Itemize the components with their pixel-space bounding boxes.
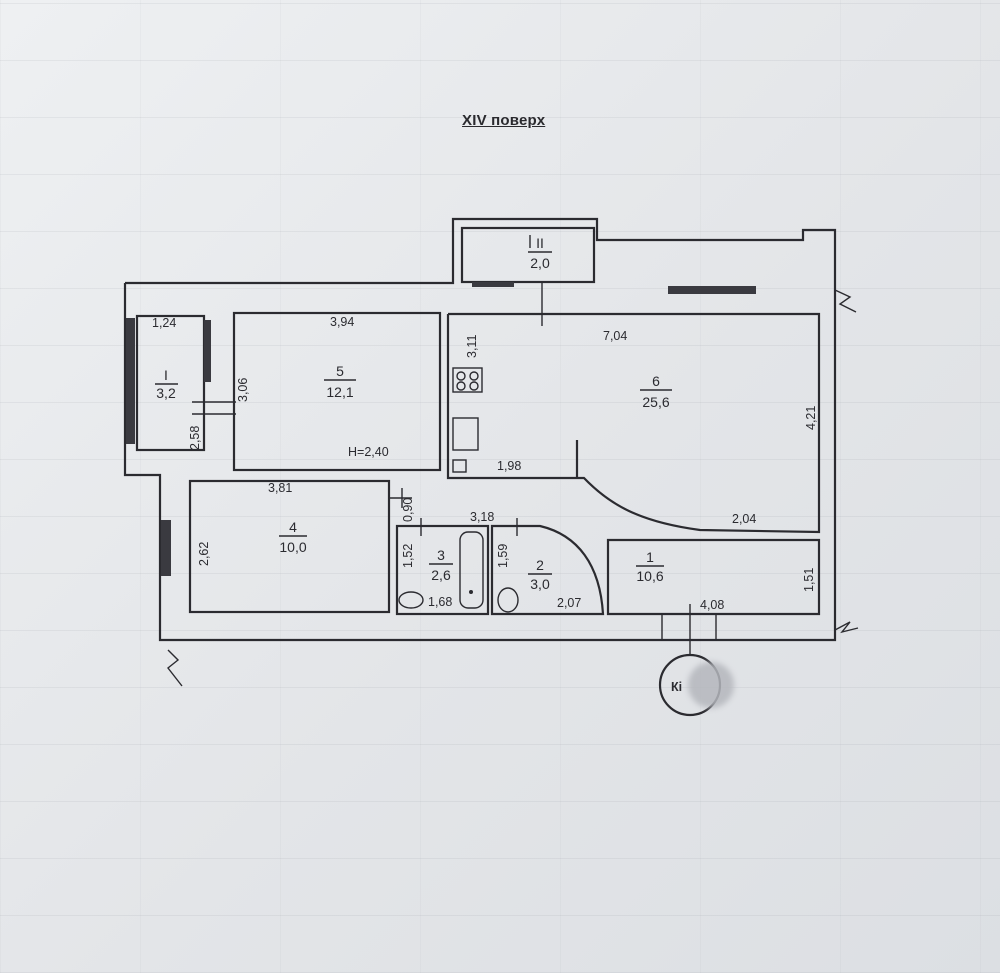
dim-3-06: 3,06 [236, 378, 250, 402]
balcony-II-outline [460, 226, 596, 284]
room-6-number: 6 [652, 373, 660, 389]
room-1-number: 1 [646, 549, 654, 565]
room-1-outline [606, 538, 821, 616]
redacted-blur [688, 662, 734, 708]
dim-7-04: 7,04 [603, 329, 627, 343]
dim-ceiling-height: H=2,40 [348, 445, 389, 459]
toilet-icon-room-3 [398, 591, 424, 609]
fridge-icon [452, 459, 467, 473]
room-labels: I 3,2 II 2,0 1 10,6 2 3,0 3 2,6 4 10,0 5… [155, 235, 672, 592]
window-top-right [668, 286, 756, 294]
room-II-number: II [536, 235, 544, 251]
window-room-4 [161, 520, 171, 576]
room-3-outline [395, 524, 490, 616]
room-5-outline [232, 311, 442, 472]
dim-1-52: 1,52 [401, 544, 415, 568]
room-3-area: 2,6 [431, 567, 451, 583]
dim-3-11: 3,11 [465, 335, 479, 358]
dim-4-21: 4,21 [804, 406, 818, 430]
room-2-outline [490, 524, 605, 616]
dim-2-62: 2,62 [197, 542, 211, 566]
room-I-area: 3,2 [156, 385, 176, 401]
dim-3-94: 3,94 [330, 315, 354, 329]
dim-1-68: 1,68 [428, 595, 452, 609]
window-room-I [126, 318, 135, 444]
entrance-label: Кі [671, 680, 682, 694]
dim-3-18: 3,18 [470, 510, 494, 524]
room-II-area: 2,0 [530, 255, 550, 271]
room-3-number: 3 [437, 547, 445, 563]
dim-1-98: 1,98 [497, 459, 521, 473]
bathtub-icon [459, 531, 484, 609]
dim-3-81: 3,81 [268, 481, 292, 495]
door-room-I [204, 320, 211, 382]
dimension-labels: 1,24 3,94 3,06 2,58 H=2,40 3,11 7,04 4,2… [152, 315, 818, 694]
room-4-area: 10,0 [279, 539, 306, 555]
room-4-outline [188, 479, 391, 614]
room-2-area: 3,0 [530, 576, 550, 592]
sink-icon [452, 417, 479, 451]
dim-2-07: 2,07 [557, 596, 581, 610]
room-4-number: 4 [289, 519, 297, 535]
room-I-outline [135, 314, 206, 452]
dim-1-51: 1,51 [802, 568, 816, 592]
dim-1-59: 1,59 [496, 544, 510, 568]
outer-walls [123, 217, 859, 687]
dim-2-58: 2,58 [188, 426, 202, 450]
dim-2-04: 2,04 [732, 512, 756, 526]
dim-1-24: 1,24 [152, 316, 176, 330]
window-top-left [472, 282, 514, 287]
dim-4-08: 4,08 [700, 598, 724, 612]
room-6-area: 25,6 [642, 394, 669, 410]
room-5-area: 12,1 [326, 384, 353, 400]
entrance-door [661, 613, 717, 641]
toilet-icon-room-2 [497, 587, 519, 613]
stove-icon [452, 367, 483, 393]
room-2-number: 2 [536, 557, 544, 573]
room-1-area: 10,6 [636, 568, 663, 584]
room-I-number: I [164, 367, 168, 383]
room-6-outline [446, 312, 821, 534]
room-5-number: 5 [336, 363, 344, 379]
dim-0-90: 0,90 [401, 498, 415, 522]
floor-title: XIV поверх [462, 112, 546, 129]
